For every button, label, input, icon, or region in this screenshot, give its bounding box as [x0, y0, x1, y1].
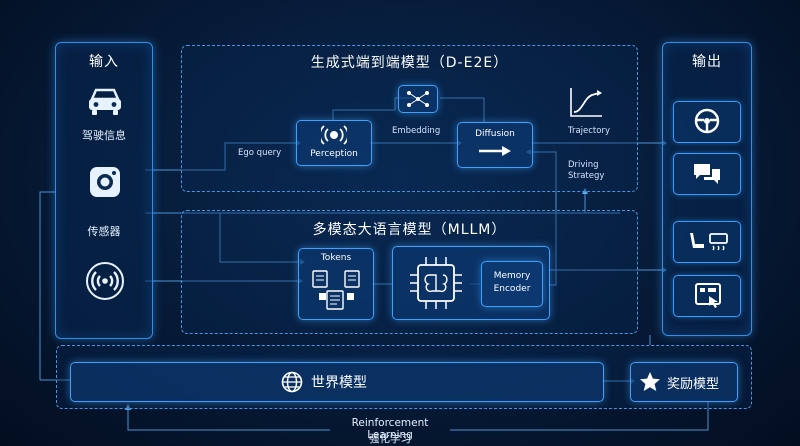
driving-strategy-line1: Driving [568, 160, 599, 170]
radar-icon [86, 262, 124, 300]
output-title: 输出 [692, 54, 722, 70]
message-output [673, 153, 741, 195]
camera-icon [90, 167, 120, 197]
input-panel: 输入 驾驶信息 传感器 [55, 42, 153, 339]
tokens-box: Tokens [298, 248, 374, 320]
ai-chip-icon [410, 257, 462, 309]
embedding-label: Embedding [392, 126, 441, 136]
embedding-box [398, 85, 438, 113]
world-model-label: 世界模型 [311, 375, 367, 391]
screen-output [673, 275, 741, 317]
trajectory-icon [570, 88, 602, 117]
network-icon [407, 91, 429, 107]
rl-label-en: Reinforcement Learning [351, 417, 429, 441]
perception-box: Perception [296, 120, 372, 166]
chat-icon [694, 164, 720, 184]
d-e2e-title: 生成式端到端模型（D-E2E） [310, 55, 509, 71]
seat-heater-icon [690, 233, 728, 251]
d-e2e-panel: 生成式端到端模型（D-E2E） [181, 45, 638, 192]
cabin-output [673, 221, 741, 263]
signal-icon [321, 125, 347, 145]
documents-icon [312, 270, 360, 310]
diffusion-box: Diffusion [457, 122, 533, 168]
memory-label-line1: Memory [493, 271, 531, 281]
input-title: 输入 [89, 54, 119, 70]
reward-model-box: 奖励模型 [630, 362, 738, 402]
driving-strategy-line2: Strategy [568, 171, 605, 181]
driving-info-label: 驾驶信息 [82, 129, 126, 142]
steering-output [673, 101, 741, 143]
trajectory-label: Trajectory [568, 126, 610, 136]
memory-encoder-box: Memory Encoder [481, 261, 543, 307]
globe-icon [281, 371, 303, 393]
ego-query-label: Ego query [238, 148, 282, 158]
reward-model-label: 奖励模型 [667, 377, 720, 392]
world-model-box: 世界模型 [70, 362, 604, 402]
steering-wheel-icon [694, 108, 720, 134]
llm-core-box: Memory Encoder [392, 246, 550, 320]
sensor-label: 传感器 [87, 225, 121, 238]
star-icon [640, 372, 660, 391]
diffusion-label: Diffusion [475, 129, 515, 139]
touchscreen-icon [695, 283, 721, 308]
output-panel: 输出 [662, 42, 752, 336]
rl-label-zh: 强化学习 [369, 433, 411, 445]
tokens-label: Tokens [320, 253, 352, 263]
mllm-title: 多模态大语言模型（MLLM） [312, 222, 507, 238]
arrow-right-icon [479, 146, 511, 156]
perception-label: Perception [310, 149, 358, 159]
memory-label-line2: Encoder [493, 284, 531, 294]
car-icon [89, 88, 121, 115]
